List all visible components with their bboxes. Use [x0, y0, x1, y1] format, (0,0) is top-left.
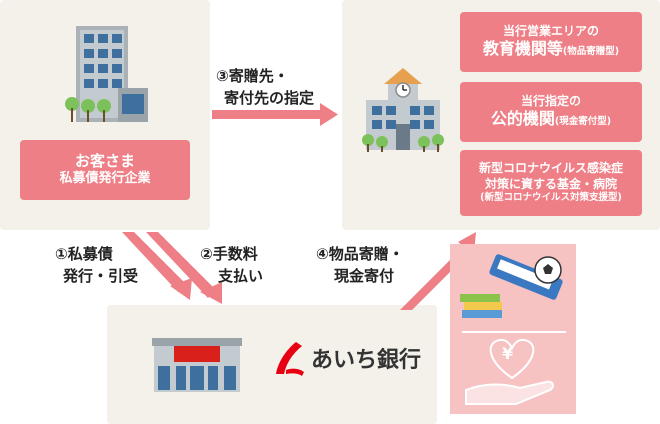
bank-logo-icon	[276, 342, 304, 376]
recipient-covid: 新型コロナウイルス感染症 対策に資する基金・病院 (新型コロナウイルス対策支援型…	[460, 150, 642, 216]
arrow-designate	[212, 103, 338, 126]
recipient-public-main: 公的機関	[490, 109, 555, 129]
bank-name: あいち銀行	[311, 348, 422, 373]
client-box: お客さま 私募債発行企業	[20, 140, 190, 200]
flow-label-fee-line1: ②手数料	[200, 245, 258, 263]
recipient-covid-main: 対策に資する基金・病院	[484, 176, 617, 191]
soccer-ball-icon	[534, 256, 562, 284]
books-icon	[460, 294, 502, 318]
recipient-public-note: (現金寄付型)	[554, 116, 612, 128]
flow-label-issue: ①私募債 発行・引受	[55, 244, 138, 288]
recipient-covid-line1: 新型コロナウイルス感染症	[478, 161, 623, 176]
keyboard-harmonica-icon	[489, 254, 563, 300]
flow-label-donate: ④物品寄贈・ 現金寄付	[316, 244, 404, 288]
flow-label-donate-line1: ④物品寄贈・	[316, 245, 404, 263]
client-title: お客さま	[74, 151, 135, 170]
donation-items-icon	[460, 254, 566, 405]
recipient-education: 当行営業エリアの 教育機関等(物品寄贈型)	[460, 12, 642, 72]
client-subtitle: 私募債発行企業	[59, 171, 151, 187]
flow-label-designate-line2: 寄付先の指定	[224, 88, 315, 107]
arrow-fee	[146, 232, 222, 304]
flow-label-issue-line2: 発行・引受	[63, 266, 139, 285]
bank-building-icon	[152, 338, 242, 392]
recipient-education-note: (物品寄贈型)	[562, 46, 620, 58]
flow-label-fee: ②手数料 支払い	[200, 244, 263, 288]
flow-label-designate: ③寄贈先・ 寄付先の指定	[216, 66, 314, 110]
recipient-public: 当行指定の 公的機関(現金寄付型)	[460, 82, 642, 142]
flow-label-designate-line1: ③寄贈先・	[216, 67, 289, 85]
client-panel: お客さま 私募債発行企業	[0, 0, 210, 230]
office-building-icon	[65, 26, 148, 122]
arrow-issue	[122, 232, 192, 300]
recipient-panel: 当行営業エリアの 教育機関等(物品寄贈型) 当行指定の 公的機関(現金寄付型) …	[342, 0, 660, 230]
recipient-covid-note: (新型コロナウイルス対策支援型)	[480, 192, 622, 204]
yen-symbol: ¥	[502, 344, 514, 363]
flow-label-issue-line1: ①私募債	[55, 245, 113, 263]
recipient-education-main: 教育機関等	[482, 39, 563, 59]
recipient-education-line1: 当行営業エリアの	[502, 23, 599, 38]
flow-label-donate-line2: 現金寄付	[334, 266, 395, 285]
recipient-public-line1: 当行指定の	[520, 93, 581, 108]
heart-hand-icon	[465, 338, 554, 405]
flow-label-fee-line2: 支払い	[218, 266, 264, 285]
school-building-icon	[362, 68, 444, 152]
